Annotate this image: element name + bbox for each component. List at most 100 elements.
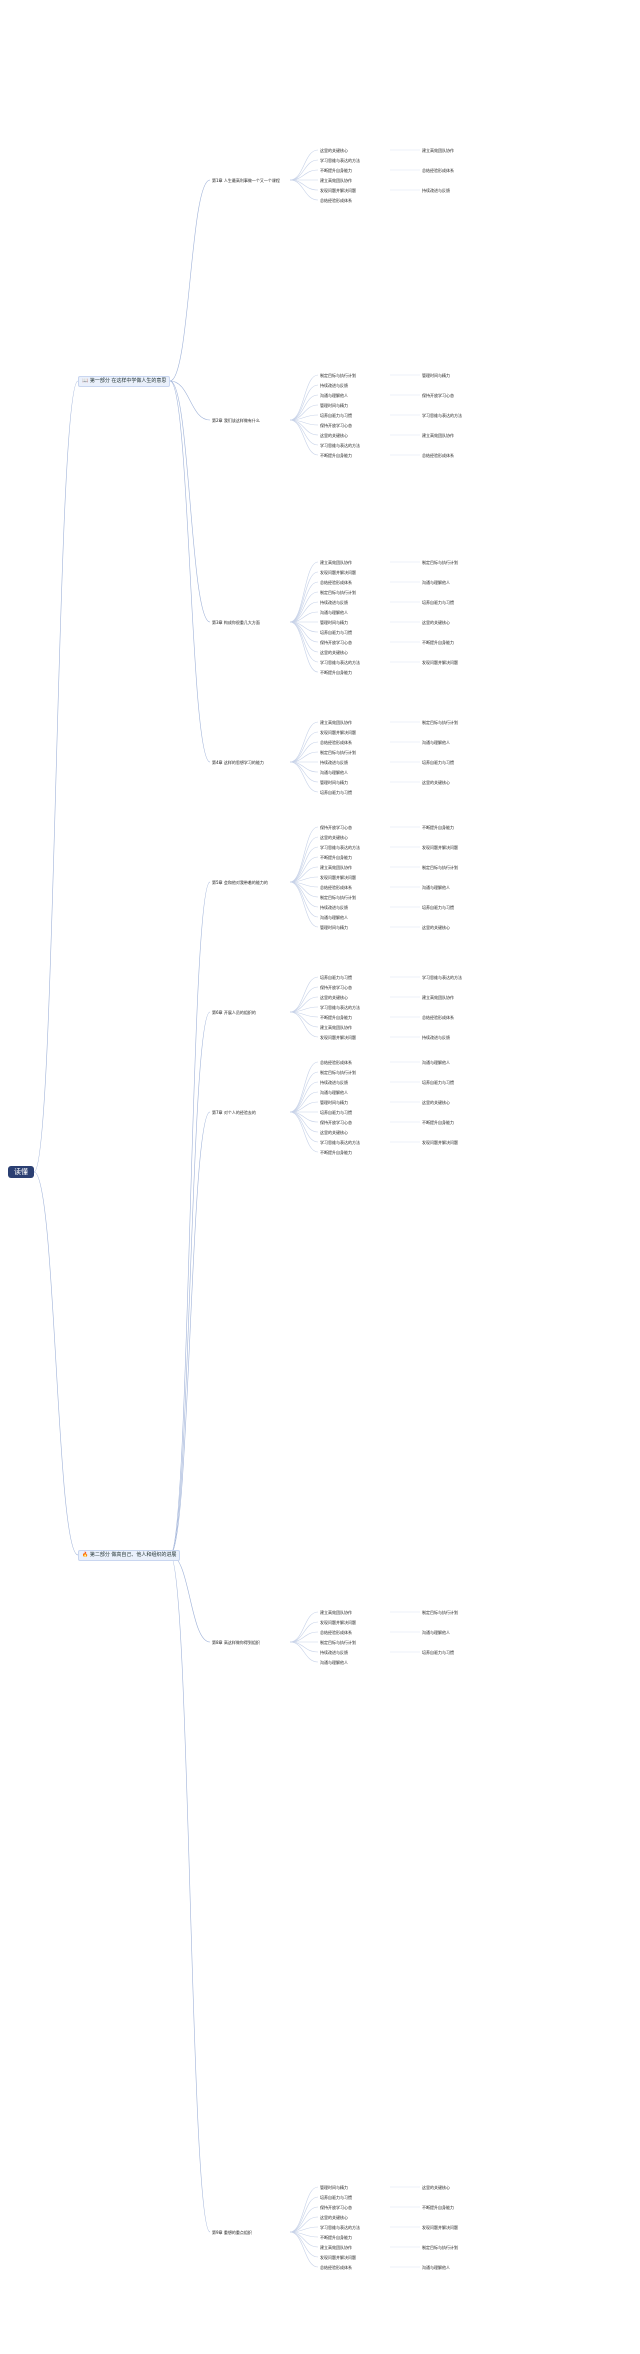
sub-leaf-node[interactable]: 沟通与理解他人 bbox=[422, 885, 450, 890]
leaf-node[interactable]: 学习思维与表达的方法 bbox=[320, 1140, 360, 1145]
sub-leaf-node[interactable]: 发现问题并解决问题 bbox=[422, 2225, 458, 2230]
sub-leaf-node[interactable]: 发现问题并解决问题 bbox=[422, 660, 458, 665]
leaf-node[interactable]: 不断提升自身能力 bbox=[320, 168, 352, 173]
sub-leaf-node[interactable]: 沟通与理解他人 bbox=[422, 580, 450, 585]
leaf-node[interactable]: 培养自驱力与习惯 bbox=[320, 413, 352, 418]
leaf-node[interactable]: 培养自驱力与习惯 bbox=[320, 2195, 352, 2200]
leaf-node[interactable]: 这里的关键核心 bbox=[320, 148, 348, 153]
leaf-node[interactable]: 管理时间与精力 bbox=[320, 1100, 348, 1105]
leaf-node[interactable]: 沟通与理解他人 bbox=[320, 1090, 348, 1095]
sub-leaf-node[interactable]: 培养自驱力与习惯 bbox=[422, 760, 454, 765]
leaf-node[interactable]: 制定目标与执行计划 bbox=[320, 1070, 356, 1075]
leaf-node[interactable]: 发现问题并解决问题 bbox=[320, 570, 356, 575]
leaf-node[interactable]: 管理时间与精力 bbox=[320, 925, 348, 930]
leaf-node[interactable]: 总结经验形成体系 bbox=[320, 2265, 352, 2270]
leaf-node[interactable]: 管理时间与精力 bbox=[320, 2185, 348, 2190]
sub-leaf-node[interactable]: 总结经验形成体系 bbox=[422, 453, 454, 458]
leaf-node[interactable]: 沟通与理解他人 bbox=[320, 915, 348, 920]
leaf-node[interactable]: 沟通与理解他人 bbox=[320, 770, 348, 775]
leaf-node[interactable]: 总结经验形成体系 bbox=[320, 885, 352, 890]
leaf-node[interactable]: 这里的关键核心 bbox=[320, 433, 348, 438]
sub-leaf-node[interactable]: 发现问题并解决问题 bbox=[422, 845, 458, 850]
sub-leaf-node[interactable]: 制定目标与执行计划 bbox=[422, 720, 458, 725]
sub-leaf-node[interactable]: 这里的关键核心 bbox=[422, 1100, 450, 1105]
chapter-node[interactable]: 第4章 这样的思想学习的能力 bbox=[212, 760, 264, 765]
sub-leaf-node[interactable]: 沟通与理解他人 bbox=[422, 740, 450, 745]
sub-leaf-node[interactable]: 这里的关键核心 bbox=[422, 2185, 450, 2190]
leaf-node[interactable]: 建立高效团队协作 bbox=[320, 865, 352, 870]
leaf-node[interactable]: 这里的关键核心 bbox=[320, 2215, 348, 2220]
leaf-node[interactable]: 建立高效团队协作 bbox=[320, 720, 352, 725]
leaf-node[interactable]: 持续改进与反馈 bbox=[320, 600, 348, 605]
sub-leaf-node[interactable]: 培养自驱力与习惯 bbox=[422, 1650, 454, 1655]
sub-leaf-node[interactable]: 建立高效团队协作 bbox=[422, 148, 454, 153]
leaf-node[interactable]: 总结经验形成体系 bbox=[320, 198, 352, 203]
leaf-node[interactable]: 制定目标与执行计划 bbox=[320, 1640, 356, 1645]
leaf-node[interactable]: 建立高效团队协作 bbox=[320, 1610, 352, 1615]
leaf-node[interactable]: 培养自驱力与习惯 bbox=[320, 1110, 352, 1115]
leaf-node[interactable]: 管理时间与精力 bbox=[320, 780, 348, 785]
leaf-node[interactable]: 学习思维与表达的方法 bbox=[320, 845, 360, 850]
chapter-node[interactable]: 第1章 人生最高利事做一个又一个课程 bbox=[212, 178, 280, 183]
chapter-node[interactable]: 第6章 开展人员的组织的 bbox=[212, 1010, 256, 1015]
chapter-node[interactable]: 第3章 构成你很重几大方面 bbox=[212, 620, 260, 625]
chapter-node[interactable]: 第8章 高这样做你得到组织 bbox=[212, 1640, 260, 1645]
part-2-node[interactable]: 🔥 第二部分 做高自己、他人和组织的进展 bbox=[78, 1550, 181, 1561]
leaf-node[interactable]: 培养自驱力与习惯 bbox=[320, 790, 352, 795]
sub-leaf-node[interactable]: 建立高效团队协作 bbox=[422, 433, 454, 438]
leaf-node[interactable]: 沟通与理解他人 bbox=[320, 393, 348, 398]
leaf-node[interactable]: 建立高效团队协作 bbox=[320, 2245, 352, 2250]
chapter-node[interactable]: 第5章 会和他对我带着的能力的 bbox=[212, 880, 268, 885]
leaf-node[interactable]: 这里的关键核心 bbox=[320, 835, 348, 840]
leaf-node[interactable]: 不断提升自身能力 bbox=[320, 670, 352, 675]
leaf-node[interactable]: 建立高效团队协作 bbox=[320, 1025, 352, 1030]
leaf-node[interactable]: 持续改进与反馈 bbox=[320, 905, 348, 910]
sub-leaf-node[interactable]: 制定目标与执行计划 bbox=[422, 1610, 458, 1615]
leaf-node[interactable]: 管理时间与精力 bbox=[320, 620, 348, 625]
sub-leaf-node[interactable]: 持续改进与反馈 bbox=[422, 1035, 450, 1040]
sub-leaf-node[interactable]: 管理时间与精力 bbox=[422, 373, 450, 378]
sub-leaf-node[interactable]: 建立高效团队协作 bbox=[422, 995, 454, 1000]
leaf-node[interactable]: 制定目标与执行计划 bbox=[320, 750, 356, 755]
leaf-node[interactable]: 保持开放学习心态 bbox=[320, 825, 352, 830]
leaf-node[interactable]: 沟通与理解他人 bbox=[320, 1660, 348, 1665]
sub-leaf-node[interactable]: 制定目标与执行计划 bbox=[422, 560, 458, 565]
leaf-node[interactable]: 总结经验形成体系 bbox=[320, 580, 352, 585]
leaf-node[interactable]: 总结经验形成体系 bbox=[320, 740, 352, 745]
sub-leaf-node[interactable]: 制定目标与执行计划 bbox=[422, 865, 458, 870]
leaf-node[interactable]: 持续改进与反馈 bbox=[320, 383, 348, 388]
leaf-node[interactable]: 发现问题并解决问题 bbox=[320, 2255, 356, 2260]
leaf-node[interactable]: 建立高效团队协作 bbox=[320, 178, 352, 183]
sub-leaf-node[interactable]: 培养自驱力与习惯 bbox=[422, 905, 454, 910]
leaf-node[interactable]: 保持开放学习心态 bbox=[320, 423, 352, 428]
leaf-node[interactable]: 发现问题并解决问题 bbox=[320, 730, 356, 735]
chapter-node[interactable]: 第2章 我们该这样做有什么 bbox=[212, 418, 260, 423]
leaf-node[interactable]: 保持开放学习心态 bbox=[320, 1120, 352, 1125]
sub-leaf-node[interactable]: 不断提升自身能力 bbox=[422, 2205, 454, 2210]
sub-leaf-node[interactable]: 保持开放学习心态 bbox=[422, 393, 454, 398]
sub-leaf-node[interactable]: 沟通与理解他人 bbox=[422, 1060, 450, 1065]
sub-leaf-node[interactable]: 制定目标与执行计划 bbox=[422, 2245, 458, 2250]
leaf-node[interactable]: 保持开放学习心态 bbox=[320, 640, 352, 645]
leaf-node[interactable]: 沟通与理解他人 bbox=[320, 610, 348, 615]
root-node[interactable]: 读懂 bbox=[8, 1166, 34, 1178]
leaf-node[interactable]: 制定目标与执行计划 bbox=[320, 373, 356, 378]
leaf-node[interactable]: 保持开放学习心态 bbox=[320, 985, 352, 990]
leaf-node[interactable]: 制定目标与执行计划 bbox=[320, 895, 356, 900]
leaf-node[interactable]: 发现问题并解决问题 bbox=[320, 1620, 356, 1625]
leaf-node[interactable]: 发现问题并解决问题 bbox=[320, 188, 356, 193]
sub-leaf-node[interactable]: 这里的关键核心 bbox=[422, 925, 450, 930]
sub-leaf-node[interactable]: 发现问题并解决问题 bbox=[422, 1140, 458, 1145]
leaf-node[interactable]: 学习思维与表达的方法 bbox=[320, 2225, 360, 2230]
leaf-node[interactable]: 不断提升自身能力 bbox=[320, 1150, 352, 1155]
leaf-node[interactable]: 培养自驱力与习惯 bbox=[320, 975, 352, 980]
leaf-node[interactable]: 不断提升自身能力 bbox=[320, 2235, 352, 2240]
leaf-node[interactable]: 发现问题并解决问题 bbox=[320, 875, 356, 880]
leaf-node[interactable]: 这里的关键核心 bbox=[320, 995, 348, 1000]
leaf-node[interactable]: 总结经验形成体系 bbox=[320, 1060, 352, 1065]
sub-leaf-node[interactable]: 学习思维与表达的方法 bbox=[422, 975, 462, 980]
sub-leaf-node[interactable]: 不断提升自身能力 bbox=[422, 825, 454, 830]
leaf-node[interactable]: 持续改进与反馈 bbox=[320, 1650, 348, 1655]
leaf-node[interactable]: 建立高效团队协作 bbox=[320, 560, 352, 565]
sub-leaf-node[interactable]: 不断提升自身能力 bbox=[422, 1120, 454, 1125]
